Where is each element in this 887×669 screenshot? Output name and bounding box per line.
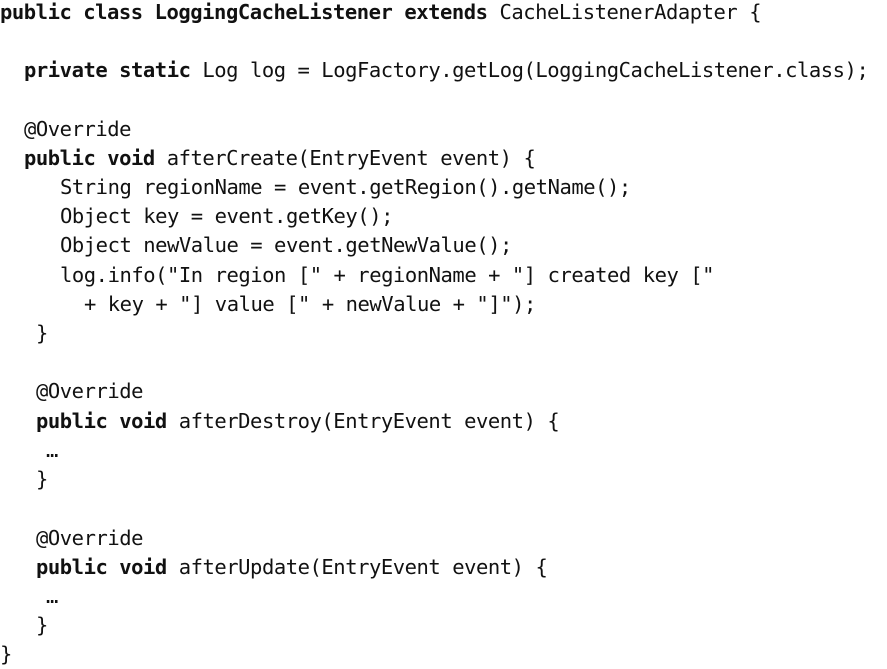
after-create-signature-text: afterCreate(EntryEvent event) { <box>154 146 536 170</box>
class-declaration-keywords: public class LoggingCacheListener extend… <box>0 0 488 24</box>
after-create-closing-brace: } <box>36 321 48 345</box>
after-create-keywords: public void <box>24 146 155 170</box>
after-create-signature-line: public void afterCreate(EntryEvent event… <box>24 144 536 173</box>
key-line: Object key = event.getKey(); <box>60 204 393 228</box>
after-destroy-signature-line: public void afterDestroy(EntryEvent even… <box>36 407 560 436</box>
after-destroy-closing-brace: } <box>36 467 48 491</box>
log-info-line: log.info("In region [" + regionName + "]… <box>60 263 715 287</box>
after-update-signature-text: afterUpdate(EntryEvent event) { <box>166 555 548 579</box>
override-annotation-update: @Override <box>36 526 144 550</box>
after-update-closing-brace: } <box>36 613 48 637</box>
logger-field-text: Log log = LogFactory.getLog(LoggingCache… <box>190 58 869 82</box>
logger-field-line: private static Log log = LogFactory.getL… <box>24 56 869 85</box>
class-declaration-line: public class LoggingCacheListener extend… <box>0 0 762 27</box>
override-annotation-destroy: @Override <box>36 379 144 403</box>
new-value-line: Object newValue = event.getNewValue(); <box>60 233 512 257</box>
after-update-signature-line: public void afterUpdate(EntryEvent event… <box>36 553 548 582</box>
class-declaration-text: CacheListenerAdapter { <box>487 0 762 24</box>
after-update-keywords: public void <box>36 555 167 579</box>
after-destroy-keywords: public void <box>36 409 167 433</box>
after-destroy-signature-text: afterDestroy(EntryEvent event) { <box>166 409 560 433</box>
logger-field-keywords: private static <box>24 58 191 82</box>
region-name-line: String regionName = event.getRegion().ge… <box>60 175 631 199</box>
after-destroy-ellipsis: … <box>46 438 58 462</box>
log-info-continuation-line: + key + "] value [" + newValue + "]"); <box>84 292 536 316</box>
class-closing-brace: } <box>0 642 12 666</box>
after-update-ellipsis: … <box>46 584 58 608</box>
override-annotation-create: @Override <box>24 117 132 141</box>
